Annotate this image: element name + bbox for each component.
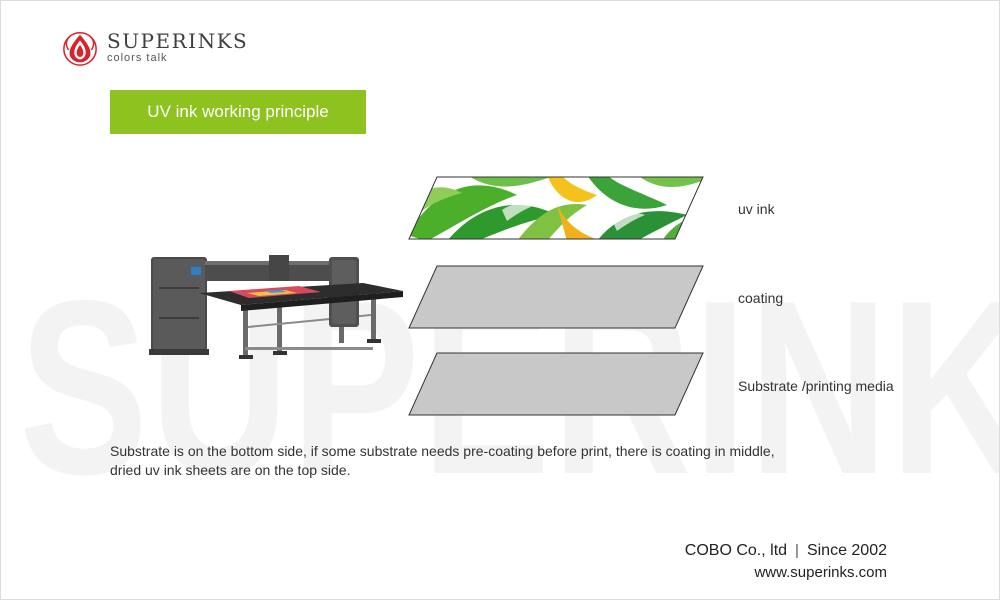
layer-label-uv-ink: uv ink (738, 201, 775, 217)
substrate-layer (408, 352, 704, 416)
flatbed-uv-printer-illustration (149, 255, 403, 359)
uv-ink-layer (408, 176, 704, 240)
title-banner: UV ink working principle (110, 90, 366, 134)
footer-website-link[interactable]: www.superinks.com (754, 564, 887, 581)
brand-tagline: colors talk (107, 52, 168, 64)
layer-label-substrate: Substrate /printing media (738, 378, 894, 394)
layer-label-coating: coating (738, 290, 784, 306)
footer-company: COBO Co., ltd (684, 542, 788, 559)
footer-since: Since 2002 (806, 542, 887, 559)
ink-drop-flame-icon (63, 32, 97, 66)
caption-line-2: dried uv ink sheets are on the top side. (110, 462, 351, 478)
brand-name: SUPERINKS (107, 29, 249, 53)
brand-logo[interactable]: SUPERINKS colors talk (61, 29, 248, 67)
coating-layer (408, 265, 704, 329)
caption-text: Substrate is on the bottom side, if some… (110, 442, 850, 480)
caption-line-1: Substrate is on the bottom side, if some… (110, 443, 775, 459)
footer: COBO Co., ltd | Since 2002 www.superinks.c… (685, 541, 887, 583)
footer-separator: | (795, 542, 799, 559)
footer-company-line: COBO Co., ltd | Since 2002 (685, 541, 887, 561)
